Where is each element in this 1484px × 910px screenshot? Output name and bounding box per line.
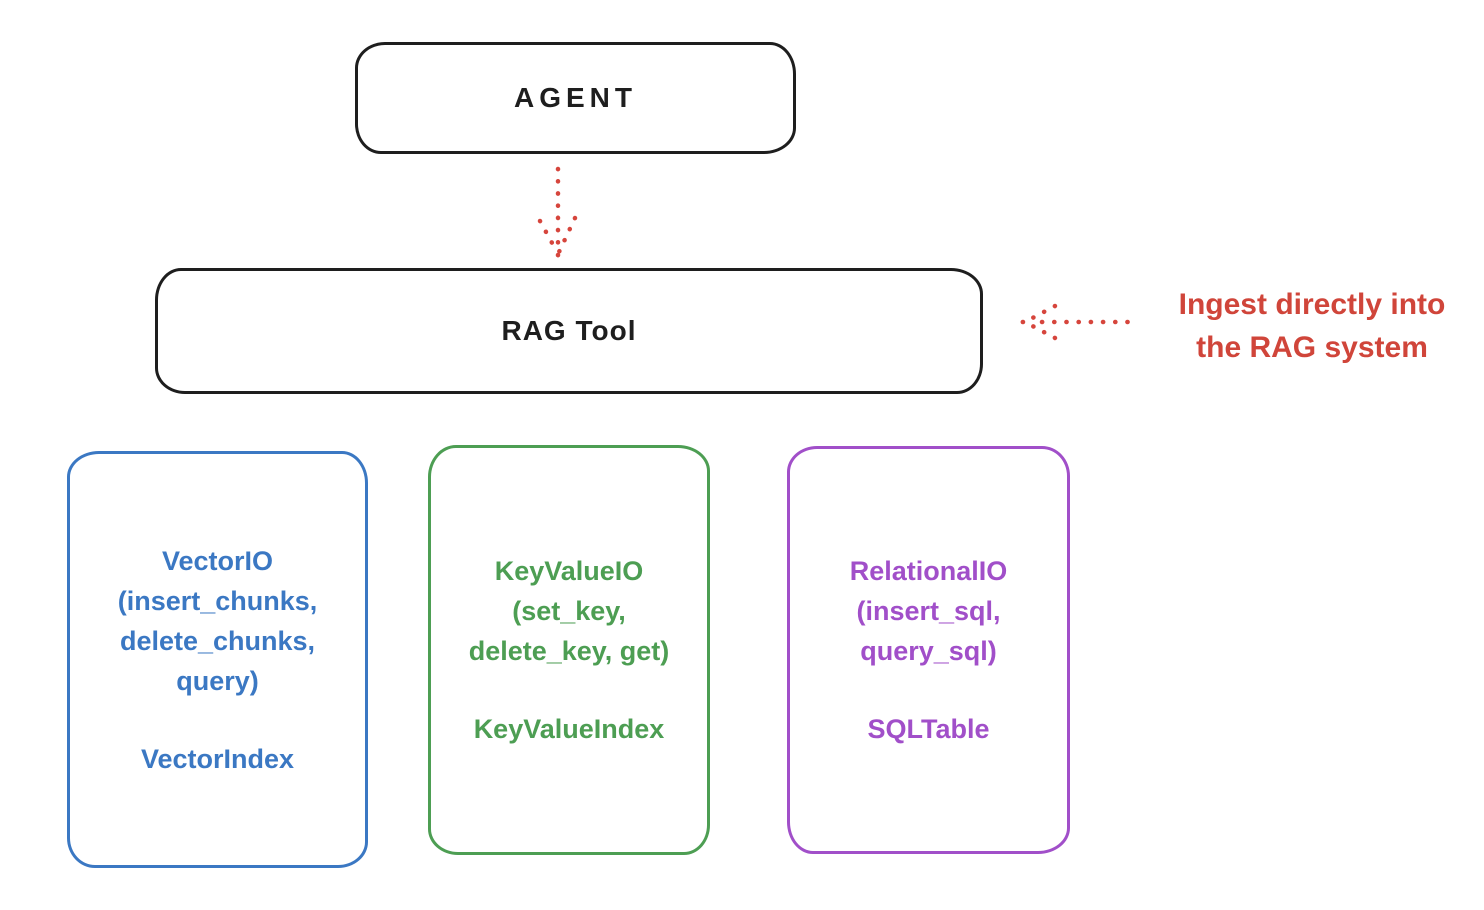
vectorio-line: (insert_chunks, [117, 585, 318, 616]
annotation-to-rag-arrow-icon [1019, 303, 1133, 341]
rag-tool-label: RAG Tool [501, 315, 637, 346]
ingest-annotation: Ingest directly into the RAG system [1140, 283, 1484, 369]
keyvalueio-node: KeyValueIO (set_key, delete_key, get) Ke… [428, 445, 710, 855]
relationalio-line: query_sql) [860, 636, 997, 666]
vectorio-node: VectorIO (insert_chunks, delete_chunks, … [67, 451, 368, 868]
keyvalueio-index-label: KeyValueIndex [473, 714, 665, 744]
vectorio-index-label: VectorIndex [140, 743, 295, 774]
rag-tool-node: RAG Tool [155, 268, 983, 394]
relationalio-node: RelationalIO (insert_sql, query_sql) SQL… [787, 446, 1070, 854]
agent-label: AGENT [514, 82, 637, 113]
vectorio-line: delete_chunks, [119, 625, 316, 656]
keyvalueio-line: KeyValueIO [494, 556, 644, 586]
keyvalueio-line: (set_key, [512, 596, 626, 626]
ingest-annotation-line2: the RAG system [1196, 331, 1428, 364]
relationalio-line: RelationalIO [849, 556, 1008, 586]
vectorio-line: query) [176, 665, 259, 696]
agent-to-rag-arrow-icon [537, 166, 578, 259]
relationalio-index-label: SQLTable [867, 714, 990, 744]
relationalio-line: (insert_sql, [856, 596, 1001, 626]
ingest-annotation-line1: Ingest directly into [1178, 288, 1446, 321]
agent-node: AGENT [355, 42, 796, 154]
keyvalueio-line: delete_key, get) [468, 636, 670, 666]
vectorio-line: VectorIO [161, 545, 274, 576]
